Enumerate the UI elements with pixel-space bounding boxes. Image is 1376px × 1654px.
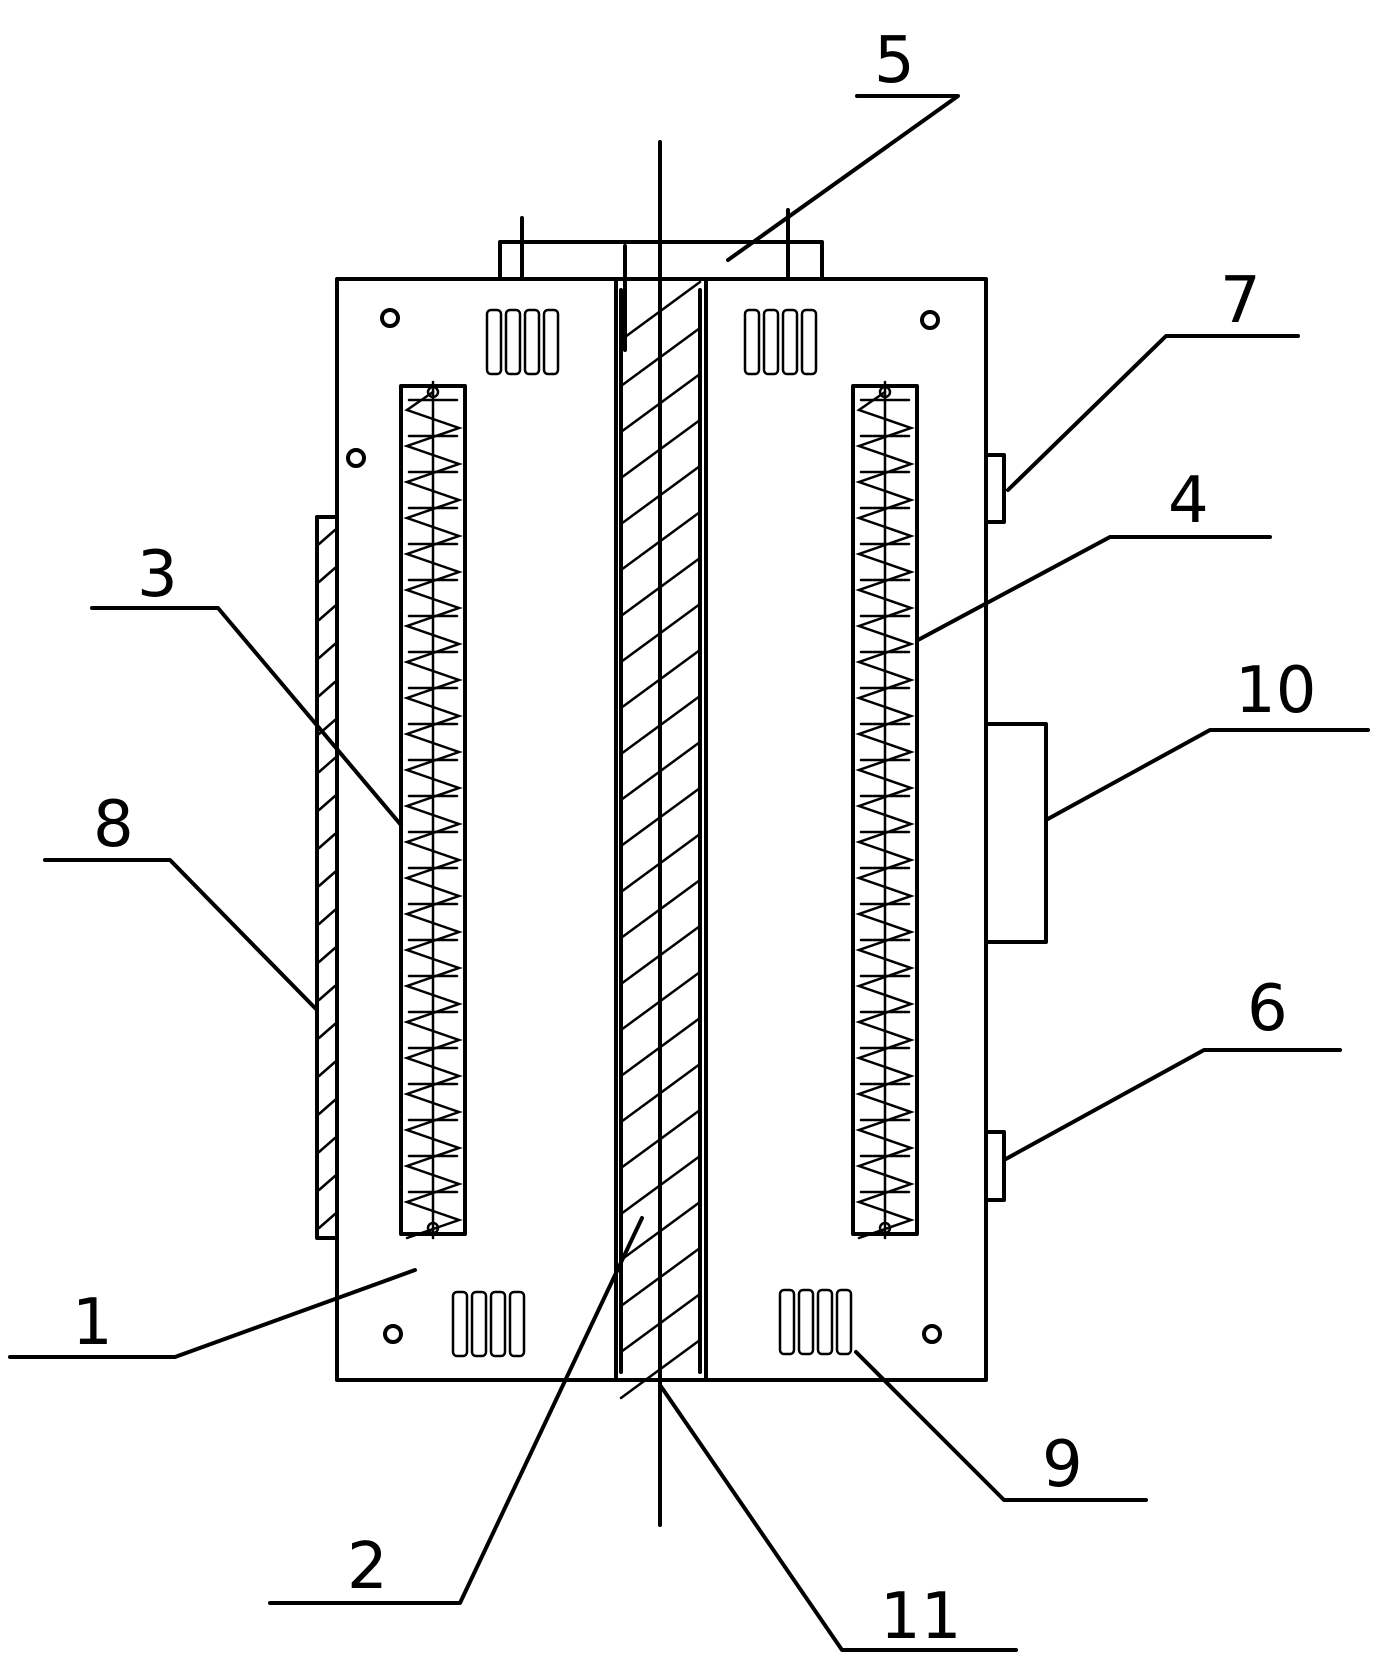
label-9: 9	[1042, 1428, 1083, 1502]
vent-slot	[800, 308, 818, 376]
vent-slot	[470, 1290, 488, 1358]
hatch-line	[317, 642, 337, 660]
vent-slot	[797, 1288, 815, 1356]
hatch-line	[317, 946, 337, 964]
label-10: 10	[1235, 654, 1316, 728]
hatch-line	[317, 984, 337, 1002]
hatch-line	[317, 604, 337, 622]
vent-slot	[816, 1288, 834, 1356]
vent-slot	[781, 308, 799, 376]
zigzag-wire	[403, 390, 463, 1240]
hatch-line	[317, 756, 337, 774]
fitting-7	[984, 453, 1006, 524]
hatch-line	[317, 1174, 337, 1192]
vent-slot	[778, 1288, 796, 1356]
hatch-line	[317, 832, 337, 850]
hatch-line	[317, 1060, 337, 1078]
vent-slot	[489, 1290, 507, 1358]
vent-slot	[508, 1290, 526, 1358]
screw-holes	[346, 308, 942, 1344]
vent-slot	[743, 308, 761, 376]
hatch-line	[317, 566, 337, 584]
heater-strip-right	[851, 380, 919, 1240]
terminal-dot	[426, 1221, 440, 1235]
hatch-line	[317, 528, 337, 546]
hatch-line	[317, 1212, 337, 1230]
hatch-line	[317, 794, 337, 812]
leader-lines	[8, 94, 1370, 1652]
label-2: 2	[347, 1530, 388, 1604]
heater-strip-left	[399, 380, 467, 1240]
label-6: 6	[1247, 972, 1288, 1046]
terminal-dot	[878, 385, 892, 399]
box-10	[984, 722, 1048, 944]
hatch-line	[317, 680, 337, 698]
zigzag-wire	[855, 390, 915, 1240]
vent-slots	[451, 308, 853, 1358]
label-3: 3	[137, 538, 178, 612]
hatch-line	[317, 1098, 337, 1116]
fitting-6	[984, 1130, 1006, 1202]
screw-hole	[922, 1324, 942, 1344]
label-8: 8	[93, 788, 134, 862]
screw-hole	[346, 448, 366, 468]
label-1: 1	[72, 1286, 113, 1360]
label-5: 5	[874, 24, 915, 98]
screw-hole	[383, 1324, 403, 1344]
label-4: 4	[1168, 464, 1209, 538]
vent-slot	[542, 308, 560, 376]
vent-slot	[762, 308, 780, 376]
hatch-line	[317, 908, 337, 926]
label-11: 11	[880, 1580, 961, 1654]
vent-slot	[523, 308, 541, 376]
screw-hole	[920, 310, 940, 330]
terminal-dot	[878, 1221, 892, 1235]
vent-slot	[485, 308, 503, 376]
screw-hole	[380, 308, 400, 328]
hatch-line	[317, 1022, 337, 1040]
vent-slot	[835, 1288, 853, 1356]
label-7: 7	[1220, 264, 1261, 338]
left-side-plate	[315, 515, 339, 1240]
terminal-dot	[426, 385, 440, 399]
vent-slot	[451, 1290, 469, 1358]
vent-slot	[504, 308, 522, 376]
hatch-line	[317, 1136, 337, 1154]
hatch-line	[317, 870, 337, 888]
